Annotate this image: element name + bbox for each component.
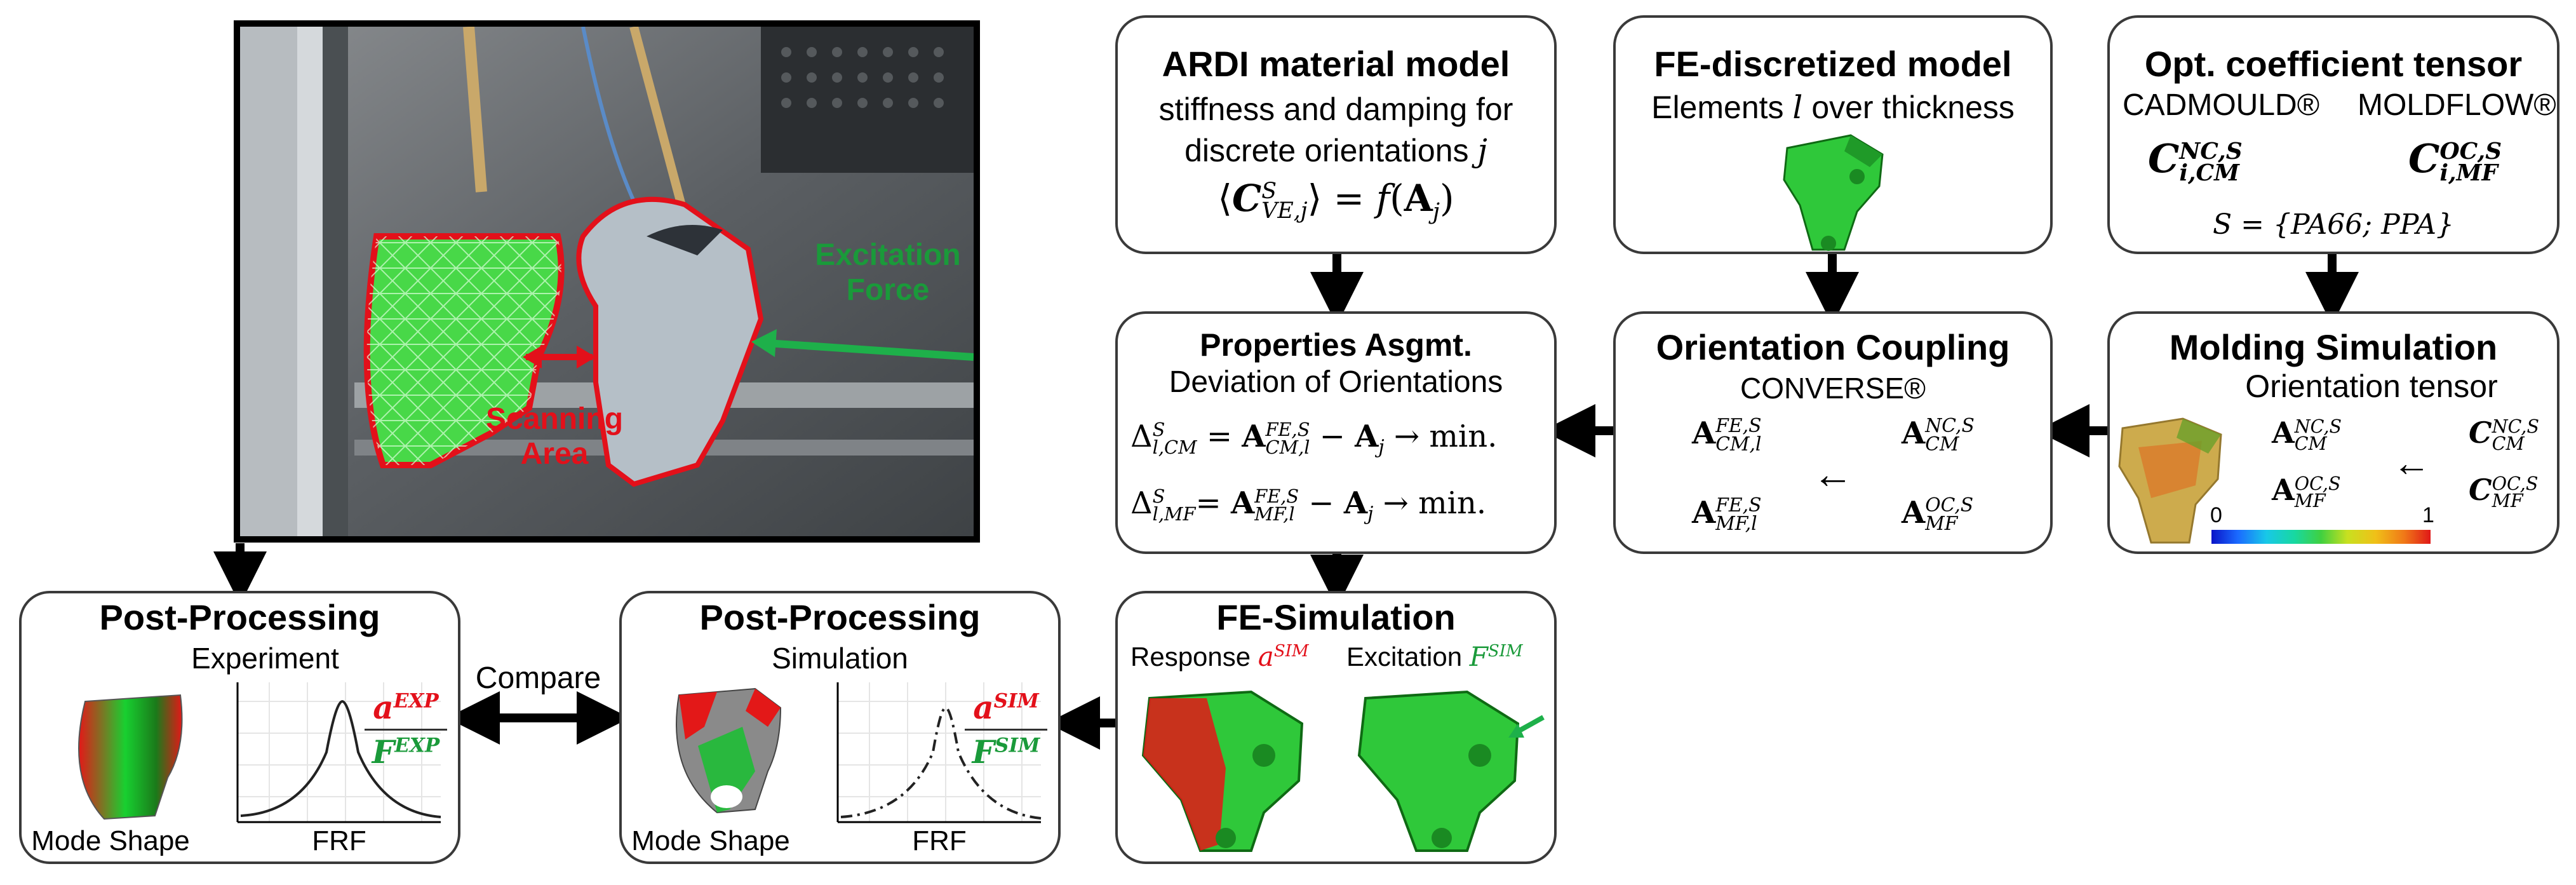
pp-exp-mode-shape — [78, 694, 183, 820]
opt-title: Opt. coefficient tensor — [2144, 44, 2523, 84]
fesim-excitation-label: Excitation FSIM — [1346, 641, 1523, 672]
part-shape — [576, 196, 764, 487]
props-subtitle: Deviation of Orientations — [1169, 365, 1503, 399]
coupling-arrow: ← — [1813, 451, 1853, 497]
fesim-response-label: Response aSIM — [1130, 641, 1309, 672]
pp-sim-subtitle: Simulation — [772, 642, 908, 675]
coupling-subtitle: CONVERSE® — [1740, 372, 1926, 405]
coupling-title: Orientation Coupling — [1656, 327, 2010, 367]
ardi-title: ARDI material model — [1162, 44, 1510, 84]
cadmould-label: CADMOULD® — [2123, 88, 2320, 122]
pp-sim-mode-shape — [676, 687, 782, 814]
pp-exp-fraction: aEXP FEXP — [365, 689, 447, 771]
compare-label: Compare — [475, 661, 601, 695]
ardi-line1: stiffness and damping for — [1158, 91, 1513, 127]
pp-exp-subtitle: Experiment — [191, 642, 339, 675]
props-title: Properties Asgmt. — [1200, 327, 1472, 363]
molding-subtitle: Orientation tensor — [2245, 368, 2498, 404]
excitation-force-label: Excitation Force — [815, 238, 961, 307]
pp-exp-frf-label: FRF — [312, 825, 366, 856]
molding-arrow: ← — [2392, 442, 2431, 484]
properties-assignment-box: Properties Asgmt. Deviation of Orientati… — [1115, 311, 1557, 554]
fe-model-subtitle: Elements l over thickness — [1651, 89, 2015, 126]
moldflow-label: MOLDFLOW® — [2358, 88, 2556, 122]
ardi-line2: discrete orientations j — [1184, 132, 1487, 169]
post-processing-simulation-box: Post-Processing Simulation Mode Shape aS… — [619, 591, 1061, 864]
ardi-material-model-box: ARDI material model stiffness and dampin… — [1115, 15, 1557, 254]
pp-exp-frf-plot — [236, 682, 441, 823]
pp-sim-fraction: aSIM FSIM — [965, 689, 1047, 771]
fesim-response-image — [1141, 690, 1304, 852]
pp-sim-frf-plot — [836, 682, 1042, 823]
pp-sim-title: Post-Processing — [699, 597, 981, 637]
pp-sim-frf-label: FRF — [912, 825, 967, 856]
photo-illustration — [240, 27, 974, 536]
fe-discretized-model-box: FE-discretized model Elements l over thi… — [1613, 15, 2053, 254]
fe-model-title: FE-discretized model — [1654, 44, 2012, 84]
molding-part-image — [2118, 417, 2222, 544]
experiment-photo: Scanning Area Excitation Force — [234, 20, 980, 543]
fesim-title: FE-Simulation — [1216, 597, 1456, 637]
post-processing-experiment-box: Post-Processing Experiment Mode Shape aE… — [19, 591, 460, 864]
pp-exp-title: Post-Processing — [99, 597, 380, 637]
fe-simulation-box: FE-Simulation Response aSIM Excitation F… — [1115, 591, 1557, 864]
material-set: S = {PA66; PPA} — [2212, 208, 2455, 241]
colorbar-min: 0 — [2210, 503, 2222, 527]
opt-coefficient-tensor-box: Opt. coefficient tensor CADMOULD® MOLDFL… — [2107, 15, 2559, 254]
colorbar-max: 1 — [2422, 503, 2434, 527]
pp-sim-mode-shape-label: Mode Shape — [631, 825, 790, 856]
molding-title: Molding Simulation — [2169, 327, 2498, 367]
fesim-excitation-image — [1357, 690, 1545, 852]
orientation-colorbar — [2211, 530, 2431, 544]
scanning-area-label: Scanning Area — [485, 402, 624, 471]
fe-model-part-image — [1783, 134, 1884, 251]
pp-exp-mode-shape-label: Mode Shape — [31, 825, 190, 856]
